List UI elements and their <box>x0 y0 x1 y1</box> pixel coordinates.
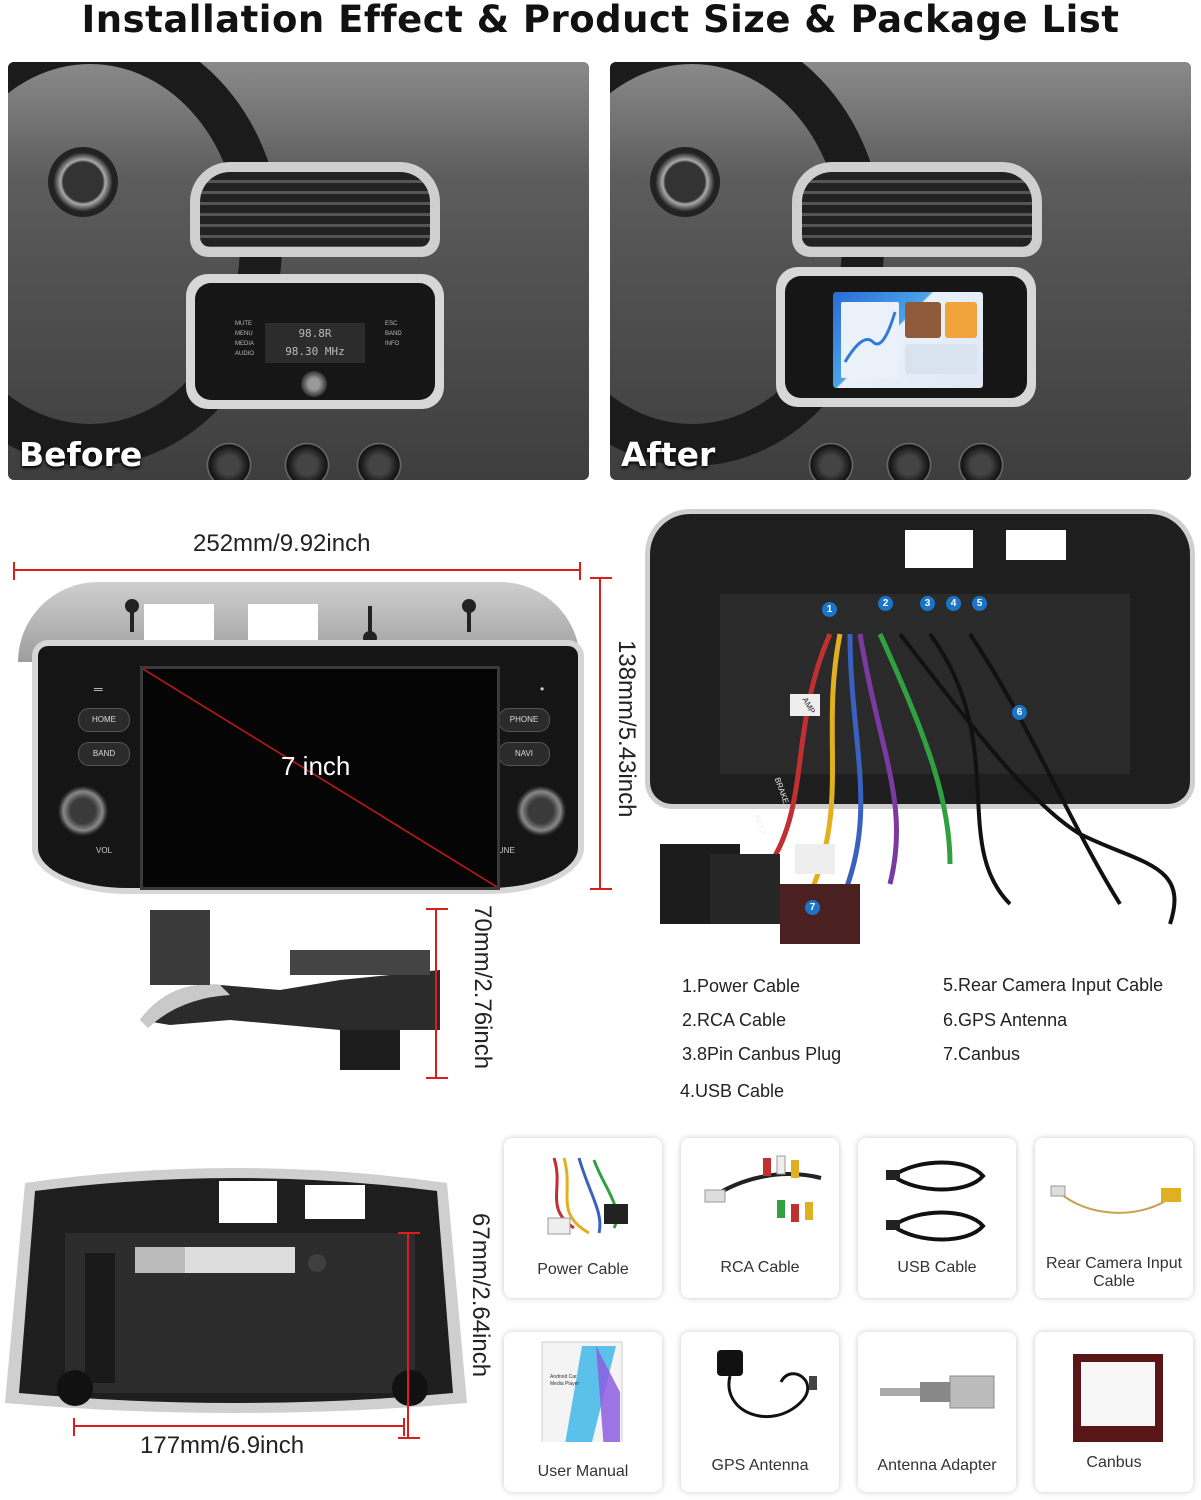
stock-radio: 98.8R 98.30 MHz MUTE MENU MEDIA AUDIO ES… <box>186 274 444 409</box>
screw-icon <box>462 599 476 632</box>
after-label: After <box>621 435 716 474</box>
side-depth-label: 70mm/2.76inch <box>469 905 496 1070</box>
home-button[interactable]: HOME <box>78 708 130 732</box>
package-item-label: USB Cable <box>897 1259 977 1276</box>
package-item-label: User Manual <box>537 1463 629 1480</box>
before-photo: 98.8R 98.30 MHz MUTE MENU MEDIA AUDIO ES… <box>8 62 589 480</box>
screen-size-label: 7 inch <box>281 751 351 781</box>
cable-list-item: 3.8Pin Canbus Plug <box>682 1044 842 1064</box>
badge-6: 6 <box>1012 705 1027 720</box>
badge-7: 7 <box>805 900 820 915</box>
phone-button[interactable]: PHONE <box>498 708 550 732</box>
wiring-harness-photo: 1 2 3 4 5 6 7 AMP BRAKE KEY2 <box>650 514 1195 959</box>
front-height-label: 138mm/5.43inch <box>613 640 640 818</box>
radio-knob <box>301 371 327 397</box>
screen-diagonal <box>143 669 497 887</box>
package-item-label: Antenna Adapter <box>877 1457 997 1474</box>
package-item-label: GPS Antenna <box>711 1457 809 1474</box>
package-item: USB Cable <box>858 1138 1016 1298</box>
new-head-unit <box>776 267 1036 407</box>
page-title: Installation Effect & Product Size & Pac… <box>81 0 1120 41</box>
navigation-screen <box>833 292 983 388</box>
badge-1: 1 <box>822 602 837 617</box>
user-manual-icon <box>541 1341 623 1442</box>
package-item-label: Canbus <box>1086 1454 1142 1471</box>
screw-icon <box>363 606 377 645</box>
badge-3: 3 <box>920 596 935 611</box>
navi-button[interactable]: NAVI <box>498 742 550 766</box>
power-cable-icon <box>547 1157 628 1235</box>
rear-width-label: 177mm/6.9inch <box>140 1432 305 1459</box>
package-item: Rear Camera Input Cable <box>1035 1138 1193 1298</box>
package-item: GPS Antenna <box>681 1332 839 1492</box>
side-profile-icon <box>140 910 440 1070</box>
front-width-label: 252mm/9.92inch <box>193 530 371 557</box>
package-item: Antenna Adapter <box>858 1332 1016 1492</box>
radio-button-labels: MUTE MENU MEDIA AUDIO <box>235 321 255 357</box>
badge-2: 2 <box>878 596 893 611</box>
reset-dot-icon: • <box>540 682 545 696</box>
band-button[interactable]: BAND <box>78 742 130 766</box>
head-unit-rear <box>5 1163 467 1416</box>
climate-controls <box>206 442 406 480</box>
touch-screen: 7 inch <box>140 666 500 890</box>
head-unit-side <box>140 910 440 1075</box>
tune-knob[interactable] <box>516 786 566 836</box>
package-item: Power Cable <box>504 1138 662 1298</box>
cable-list-item: 6.GPS Antenna <box>943 1010 1068 1030</box>
package-item-label: Power Cable <box>537 1261 629 1278</box>
package-item-label: Rear Camera Input Cable <box>1045 1255 1183 1290</box>
cable-list-item: 2.RCA Cable <box>682 1010 787 1030</box>
canbus-icon <box>1073 1354 1163 1442</box>
unit-back-frame <box>650 514 1190 804</box>
cable-list-item: 4.USB Cable <box>680 1081 785 1101</box>
manual-cover-text: Android Car Media Player <box>550 1374 580 1387</box>
climate-controls <box>808 442 1008 480</box>
head-unit-body: ═ • HOME BAND PHONE NAVI VOL TUNE 7 inch <box>38 646 578 890</box>
rear-height-label: 67mm/2.64inch <box>467 1213 494 1378</box>
rca-cable-icon <box>704 1155 822 1222</box>
screw-icon <box>125 599 139 632</box>
front-height-line <box>590 577 612 890</box>
package-item: RCA Cable <box>681 1138 839 1298</box>
mic-icon: ═ <box>94 682 103 696</box>
cable-list-item: 1.Power Cable <box>682 976 801 996</box>
rear-camera-cable-icon <box>1050 1185 1181 1214</box>
before-label: Before <box>19 435 143 474</box>
after-photo: After <box>610 62 1191 480</box>
cable-list-item: 5.Rear Camera Input Cable <box>943 975 1164 995</box>
front-width-line <box>13 562 581 580</box>
package-item-label: RCA Cable <box>720 1259 800 1276</box>
vol-label: VOL <box>96 846 113 855</box>
cable-list-item: 7.Canbus <box>943 1044 1021 1064</box>
radio-display: 98.8R 98.30 MHz <box>265 323 365 363</box>
rear-panel-icon <box>5 1168 467 1413</box>
radio-button-labels-right: ESC BAND INFO <box>385 321 402 347</box>
badge-5: 5 <box>972 596 987 611</box>
antenna-adapter-icon <box>880 1375 995 1409</box>
cable-bundle-icon <box>660 632 1177 944</box>
package-item: Android Car Media Player User Manual <box>504 1332 662 1492</box>
head-unit-front: ═ • HOME BAND PHONE NAVI VOL TUNE 7 inch <box>18 582 580 890</box>
gps-antenna-icon <box>717 1350 817 1419</box>
badge-4: 4 <box>946 596 961 611</box>
air-vent <box>200 172 430 247</box>
rear-height-line <box>398 1232 420 1439</box>
usb-cable-icon <box>886 1160 986 1242</box>
map-icon <box>841 302 977 378</box>
rear-width-line <box>73 1418 405 1436</box>
air-vent <box>802 172 1032 247</box>
package-item: Canbus <box>1035 1332 1193 1492</box>
volume-knob[interactable] <box>58 786 108 836</box>
tune-label: TUNE <box>493 846 515 855</box>
side-depth-line <box>426 908 448 1079</box>
